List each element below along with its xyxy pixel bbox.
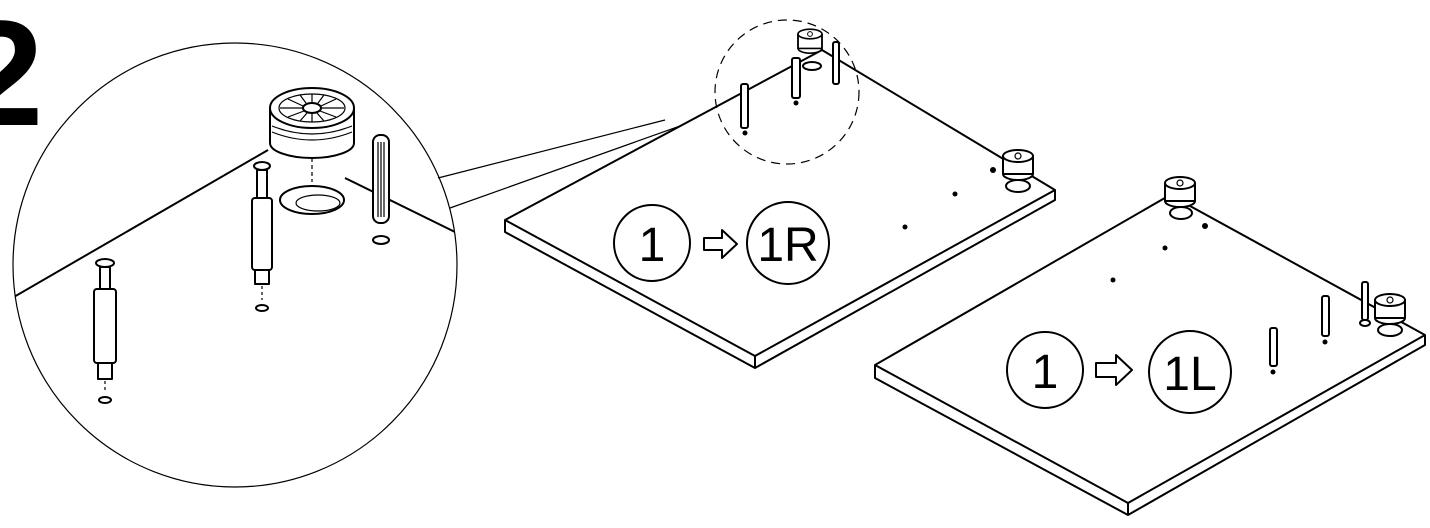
part-1l-circle (1148, 330, 1232, 414)
part-1r-label: 1R (757, 219, 818, 272)
step-number: 2 (0, 0, 43, 157)
hollow-right-arrow-icon (703, 229, 738, 259)
part-1-label: 1 (639, 219, 666, 272)
connector-bolt-left (93, 258, 117, 404)
panel-edge-line (13, 149, 269, 306)
part-1r-circle (746, 201, 830, 285)
part-1l-label: 1L (1163, 348, 1216, 401)
cam-lock-fitting-large (269, 87, 355, 182)
part-1-circle (613, 204, 691, 282)
panel-1l: 1 1L (874, 176, 1426, 516)
part-1-label-left: 1 (1032, 346, 1059, 399)
hollow-right-arrow-icon (1095, 354, 1133, 386)
cam-hole (279, 185, 345, 215)
part-1-circle-left (1006, 331, 1084, 409)
panel-1r: 1 1R (504, 19, 1056, 369)
wooden-dowel (372, 134, 390, 245)
connector-bolt-center (251, 161, 273, 312)
detail-zoom-circle (12, 42, 458, 488)
